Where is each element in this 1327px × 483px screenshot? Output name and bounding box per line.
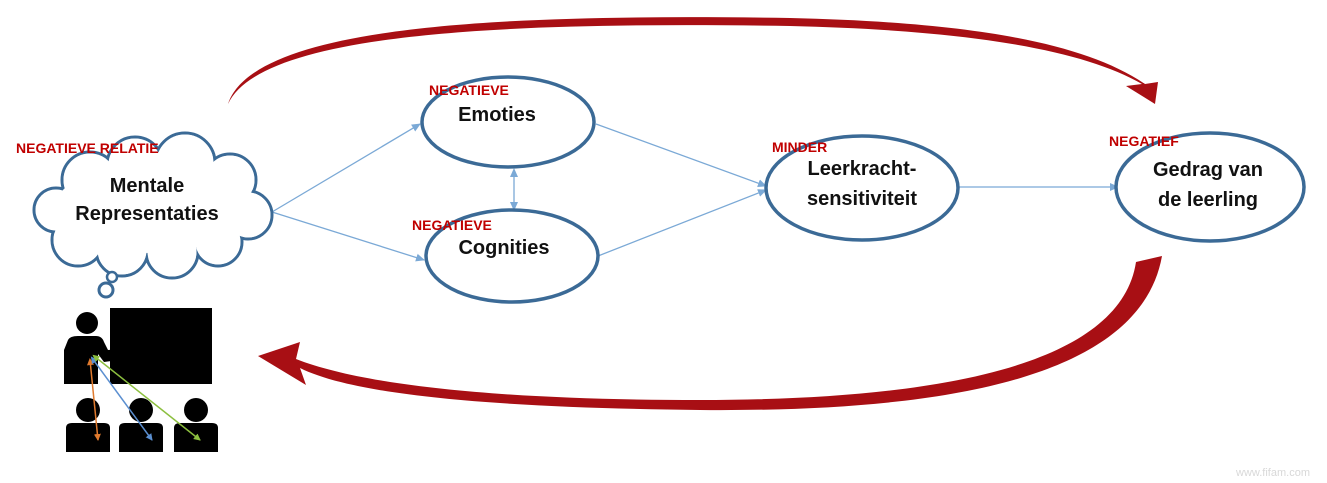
student-icon [66,398,110,452]
gedrag-tag: NEGATIEF [1109,133,1179,149]
gedrag-line1: Gedrag van [1153,159,1263,181]
feedback-arrow-top [228,17,1158,105]
cognities-label: Cognities [458,237,549,259]
node-leerkracht-sensitiviteit [764,134,960,242]
node-gedrag-leerling [1114,131,1306,243]
emoties-tag: NEGATIEVE [429,82,509,98]
emoties-label: Emoties [458,104,536,126]
feedback-arrow-bottom [258,256,1162,411]
node-emoties [420,75,596,169]
connector-cognities-to-sensitiviteit [597,189,767,257]
sensitiviteit-line2: sensitiviteit [807,188,917,210]
teacher-icon [64,312,134,384]
node-cognities [424,208,600,304]
connector-mental-to-cognities [271,211,425,262]
relation-arrow-green [92,354,201,441]
thought-cloud [32,131,274,299]
cognities-tag: NEGATIEVE [412,217,492,233]
sensitiviteit-tag: MINDER [772,139,827,155]
connector-emoties-to-sensitiviteit [595,123,767,188]
watermark: www.fifam.com [1235,467,1310,479]
negative-relation-label: NEGATIEVE RELATIE [16,140,159,156]
sensitiviteit-line1: Leerkracht- [808,158,917,180]
gedrag-line2: de leerling [1158,189,1258,211]
teacher-at-blackboard-with-students-icon [64,308,218,452]
mental-representations-line1: Mentale [110,175,184,197]
blackboard-icon [110,308,212,384]
mental-representations-line2: Representaties [75,203,218,225]
connector-mental-to-emoties [271,123,421,213]
